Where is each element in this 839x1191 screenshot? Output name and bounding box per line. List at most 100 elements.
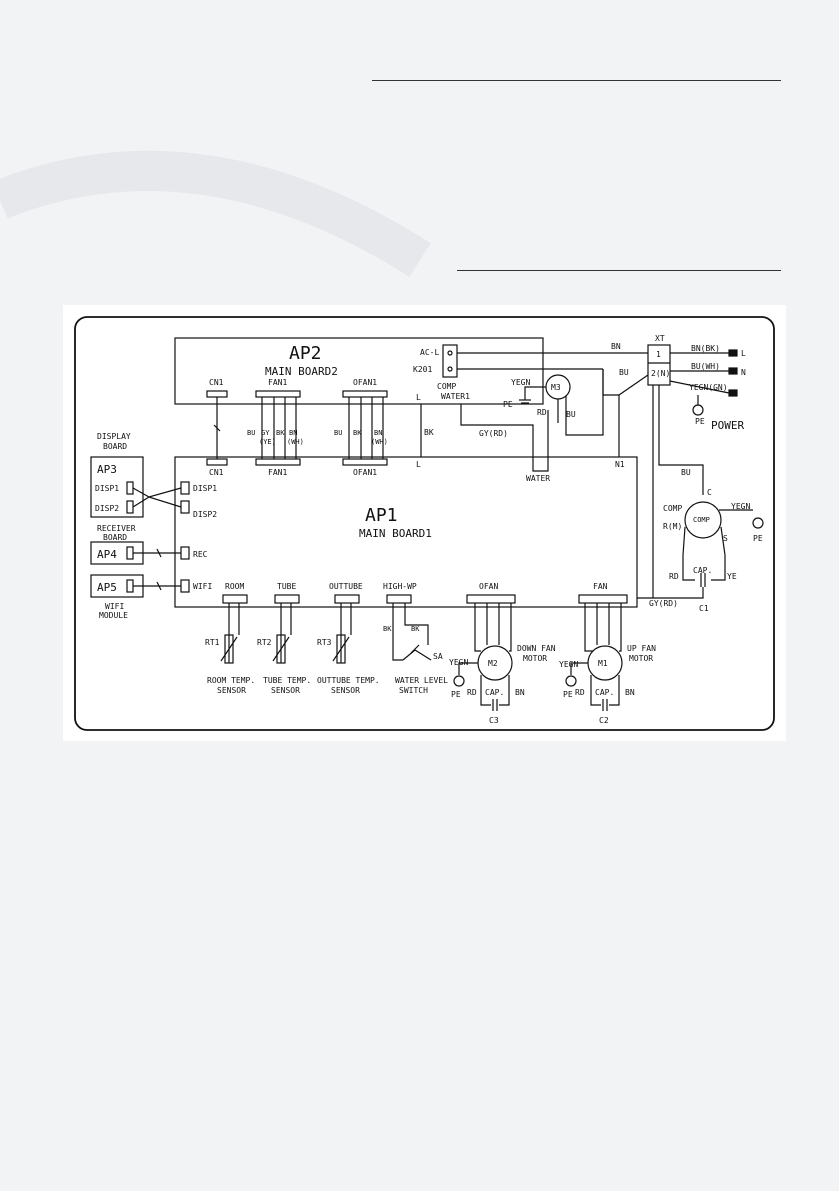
svg-text:XT: XT (655, 334, 665, 343)
svg-text:ROOM TEMP.: ROOM TEMP. (207, 676, 255, 685)
svg-text:DISP2: DISP2 (193, 510, 217, 519)
svg-text:GY(RD): GY(RD) (479, 429, 508, 438)
svg-text:SENSOR: SENSOR (271, 686, 300, 695)
svg-text:M1: M1 (598, 659, 608, 668)
svg-text:RT3: RT3 (317, 638, 332, 647)
svg-text:RD: RD (575, 688, 585, 697)
svg-text:YEGN: YEGN (559, 660, 578, 669)
svg-text:HIGH-WP: HIGH-WP (383, 582, 417, 591)
svg-text:TUBE TEMP.: TUBE TEMP. (263, 676, 311, 685)
svg-text:L: L (416, 393, 421, 402)
svg-text:UP FAN: UP FAN (627, 644, 656, 653)
svg-text:AP5: AP5 (97, 581, 117, 594)
svg-text:MODULE: MODULE (99, 611, 128, 620)
ap1-id: AP1 (365, 505, 398, 526)
svg-text:1: 1 (656, 350, 661, 359)
svg-text:FAN1: FAN1 (268, 378, 287, 387)
svg-text:RT1: RT1 (205, 638, 220, 647)
svg-text:CN1: CN1 (209, 468, 224, 477)
svg-text:WATER LEVEL: WATER LEVEL (395, 676, 448, 685)
svg-text:PE: PE (503, 400, 513, 409)
svg-text:YE: YE (727, 572, 737, 581)
background-swoosh (0, 150, 431, 277)
diagram-frame (74, 316, 775, 731)
svg-text:S: S (723, 534, 728, 543)
svg-text:CAP.: CAP. (595, 688, 614, 697)
ap3-board (90, 456, 144, 518)
svg-text:COMP: COMP (437, 382, 456, 391)
svg-text:M3: M3 (551, 383, 561, 392)
svg-text:BK: BK (424, 428, 434, 437)
svg-text:PE: PE (753, 534, 763, 543)
svg-text:BK: BK (276, 429, 285, 437)
svg-text:MOTOR: MOTOR (629, 654, 653, 663)
svg-text:DISP1: DISP1 (193, 484, 217, 493)
svg-text:AP4: AP4 (97, 548, 117, 561)
svg-text:FAN: FAN (593, 582, 608, 591)
svg-text:PE: PE (563, 690, 573, 699)
ap2-id: AP2 (289, 343, 322, 364)
svg-text:GY: GY (261, 429, 270, 437)
svg-text:L: L (741, 349, 746, 358)
header-rule (372, 80, 781, 81)
svg-text:COMP: COMP (663, 504, 682, 513)
ap1-name: MAIN BOARD1 (359, 527, 432, 540)
svg-text:BK: BK (383, 625, 392, 633)
ap1-board (174, 456, 638, 608)
svg-text:ROOM: ROOM (225, 582, 244, 591)
svg-text:BN: BN (374, 429, 382, 437)
svg-text:SA: SA (433, 652, 443, 661)
svg-text:YEGN: YEGN (449, 658, 468, 667)
svg-text:M2: M2 (488, 659, 498, 668)
svg-text:R(M): R(M) (663, 522, 682, 531)
section-rule (457, 270, 781, 271)
wiring-diagram: AP2 MAIN BOARD2 AP1 MAIN BOARD1 DISPLAY … (74, 316, 775, 731)
svg-text:OUTTUBE TEMP.: OUTTUBE TEMP. (317, 676, 380, 685)
svg-text:2(N): 2(N) (651, 369, 670, 378)
svg-text:WATER: WATER (526, 474, 550, 483)
svg-text:REC: REC (193, 550, 208, 559)
svg-text:C1: C1 (699, 604, 709, 613)
svg-text:K201: K201 (413, 365, 432, 374)
svg-text:OFAN: OFAN (479, 582, 498, 591)
compressor (684, 501, 722, 539)
svg-text:DOWN FAN: DOWN FAN (517, 644, 556, 653)
svg-text:GY(RD): GY(RD) (649, 599, 678, 608)
svg-text:(YE): (YE) (259, 438, 276, 446)
ap2-board (174, 337, 544, 405)
svg-text:OUTTUBE: OUTTUBE (329, 582, 363, 591)
svg-text:BU: BU (681, 468, 691, 477)
svg-text:C2: C2 (599, 716, 609, 725)
svg-text:AP3: AP3 (97, 463, 117, 476)
svg-text:BN: BN (515, 688, 525, 697)
svg-text:RD: RD (467, 688, 477, 697)
svg-text:BU: BU (247, 429, 255, 437)
svg-text:BN(BK): BN(BK) (691, 344, 720, 353)
svg-text:BK: BK (411, 625, 420, 633)
svg-text:OFAN1: OFAN1 (353, 378, 377, 387)
svg-text:PE: PE (451, 690, 461, 699)
svg-text:SENSOR: SENSOR (217, 686, 246, 695)
svg-text:BU: BU (334, 429, 342, 437)
svg-text:CAP.: CAP. (693, 566, 712, 575)
svg-text:MOTOR: MOTOR (523, 654, 547, 663)
svg-text:TUBE: TUBE (277, 582, 296, 591)
svg-text:SENSOR: SENSOR (331, 686, 360, 695)
svg-text:OFAN1: OFAN1 (353, 468, 377, 477)
svg-text:COMP: COMP (693, 516, 710, 524)
svg-text:FAN1: FAN1 (268, 468, 287, 477)
svg-text:BN: BN (611, 342, 621, 351)
svg-text:N1: N1 (615, 460, 625, 469)
svg-text:DISP2: DISP2 (95, 504, 119, 513)
svg-text:YEGN(GN): YEGN(GN) (689, 383, 728, 392)
ap2-name: MAIN BOARD2 (265, 365, 338, 378)
svg-text:C: C (707, 488, 712, 497)
svg-text:BU(WH): BU(WH) (691, 362, 720, 371)
svg-text:BU: BU (566, 410, 576, 419)
svg-text:BN: BN (289, 429, 297, 437)
svg-text:BN: BN (625, 688, 635, 697)
svg-text:WIFI: WIFI (105, 602, 124, 611)
svg-text:L: L (416, 460, 421, 469)
svg-text:DISP1: DISP1 (95, 484, 119, 493)
svg-text:AC-L: AC-L (420, 348, 439, 357)
